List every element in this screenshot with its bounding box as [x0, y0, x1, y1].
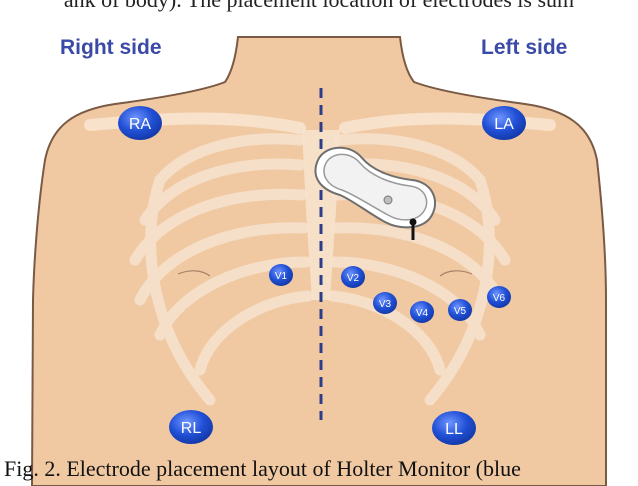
svg-text:V4: V4 [416, 308, 429, 319]
electrode-v5: V5 [448, 299, 472, 321]
electrode-v1: V1 [269, 264, 293, 286]
svg-text:V2: V2 [347, 273, 360, 284]
electrode-rl: RL [169, 410, 213, 444]
svg-text:RL: RL [181, 420, 202, 437]
electrode-v6: V6 [487, 286, 511, 308]
clipped-body-text: ank of body). The placement location of … [0, 0, 638, 13]
chest-creases [177, 270, 473, 277]
rib-cage [129, 133, 511, 406]
figure-caption: Fig. 2. Electrode placement layout of Ho… [4, 456, 521, 481]
svg-text:V1: V1 [275, 271, 288, 282]
clavicles [84, 112, 556, 134]
electrode-ll: LL [432, 411, 476, 445]
electrode-ra: RA [118, 106, 162, 140]
svg-text:LL: LL [445, 421, 463, 438]
svg-text:V5: V5 [454, 306, 467, 317]
holter-monitor-device [314, 146, 437, 240]
svg-text:V3: V3 [379, 299, 392, 310]
electrode-la: LA [482, 106, 526, 140]
svg-text:V6: V6 [493, 293, 506, 304]
svg-text:LA: LA [494, 116, 514, 133]
left-side-label: Left side [481, 36, 568, 59]
electrode-v4: V4 [410, 301, 434, 323]
electrode-v3: V3 [373, 292, 397, 314]
electrode-v2: V2 [341, 266, 365, 288]
svg-text:RA: RA [129, 116, 152, 133]
right-side-label: Right side [60, 36, 162, 59]
